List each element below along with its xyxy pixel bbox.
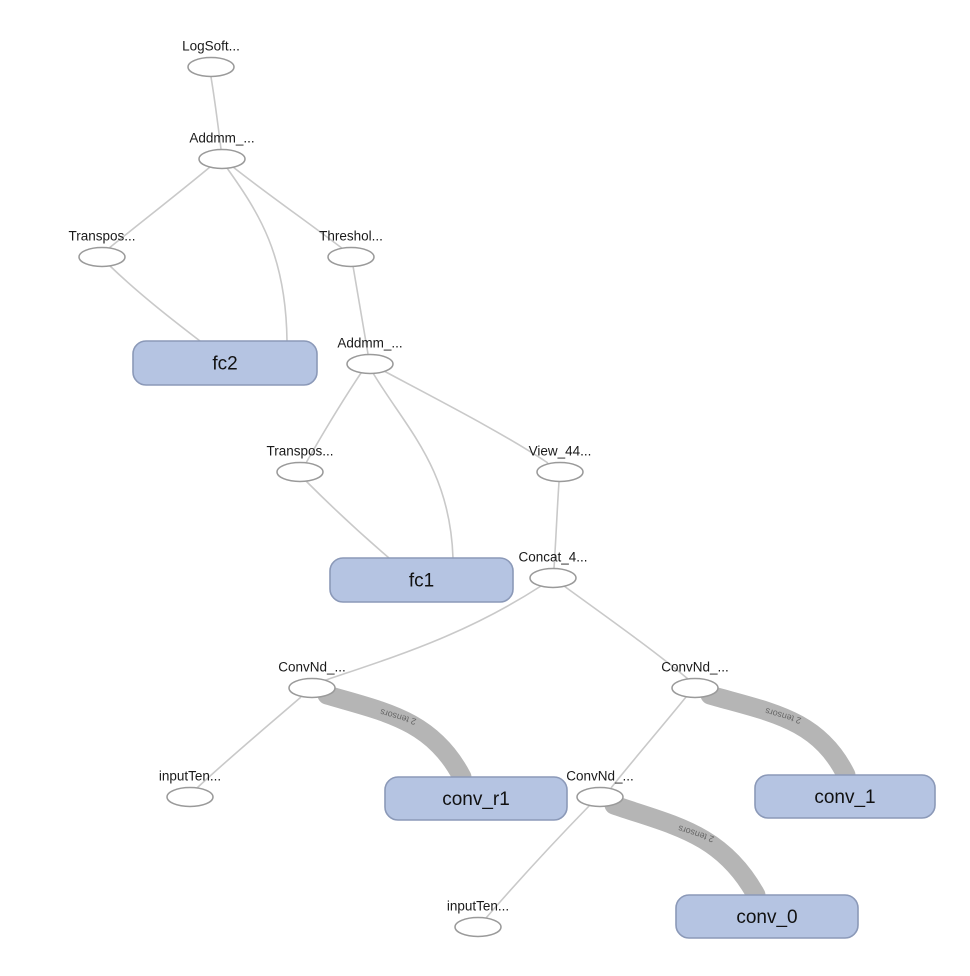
- edge-addmm-1-to-threshold-0: [232, 166, 344, 250]
- op-node-ellipse: [327, 246, 375, 268]
- layer-node-label: conv_1: [814, 787, 875, 808]
- op-node-ellipse: [454, 916, 502, 938]
- op-node-convnd-0[interactable]: ConvNd_...: [566, 769, 634, 808]
- edge-view-44-to-concat-4: [553, 481, 560, 569]
- op-node-label: Transpos...: [266, 444, 333, 459]
- op-node-ellipse: [166, 786, 214, 808]
- op-node-label: ConvNd_...: [566, 769, 634, 784]
- multi-edge-convnd-1-to-conv_1: 2 tensors: [700, 685, 856, 785]
- layer-node-shape: [754, 774, 936, 819]
- op-node-addmm-0[interactable]: Addmm_...: [337, 336, 403, 375]
- multi-edge-band: [604, 795, 766, 905]
- op-node-label: inputTen...: [159, 769, 221, 784]
- op-node-threshold-0[interactable]: Threshol...: [319, 229, 383, 268]
- edge-convnd-0-to-input-0: [485, 804, 591, 919]
- edge-concat-4-to-convnd-r1: [322, 585, 542, 682]
- op-node-logsoftmax[interactable]: LogSoft...: [182, 39, 240, 78]
- op-node-label: inputTen...: [447, 899, 509, 914]
- multi-edge-convnd-r1-to-conv_r1: 2 tensors: [317, 685, 472, 787]
- op-node-ellipse: [198, 148, 246, 170]
- layer-node-conv_r1[interactable]: conv_r1: [384, 776, 568, 821]
- op-node-label: Threshol...: [319, 229, 383, 244]
- layer-node-label: fc2: [212, 354, 237, 375]
- layer-node-conv_1[interactable]: conv_1: [754, 774, 936, 819]
- op-node-view-44[interactable]: View_44...: [529, 444, 592, 483]
- op-node-convnd-r1[interactable]: ConvNd_...: [278, 660, 346, 699]
- op-node-label: Concat_4...: [518, 550, 587, 565]
- layer-node-conv_0[interactable]: conv_0: [675, 894, 859, 939]
- op-node-ellipse: [187, 56, 235, 78]
- edge-addmm-1-to-fc2: [226, 167, 288, 342]
- layer-node-shape: [329, 557, 514, 603]
- edge-addmm-0-to-fc1: [372, 372, 454, 559]
- op-node-input-0[interactable]: inputTen...: [447, 899, 509, 938]
- op-node-convnd-1[interactable]: ConvNd_...: [661, 660, 729, 699]
- edge-addmm-0-to-transpose-0: [305, 372, 362, 464]
- edge-logsoftmax-to-addmm-1: [210, 76, 222, 150]
- op-node-transpose-1[interactable]: Transpos...: [68, 229, 136, 268]
- op-node-ellipse: [576, 786, 624, 808]
- op-node-label: Addmm_...: [337, 336, 402, 351]
- layer-node-shape: [675, 894, 859, 939]
- op-node-addmm-1[interactable]: Addmm_...: [189, 131, 255, 170]
- op-node-label: ConvNd_...: [661, 660, 729, 675]
- layer-node-fc2[interactable]: fc2: [132, 340, 318, 386]
- op-node-ellipse: [671, 677, 719, 699]
- edge-convnd-r1-to-input-1: [196, 696, 302, 789]
- op-node-label: View_44...: [529, 444, 592, 459]
- op-node-label: Transpos...: [68, 229, 135, 244]
- op-node-ellipse: [346, 353, 394, 375]
- edge-addmm-1-to-transpose-1: [107, 166, 211, 250]
- op-node-transpose-0[interactable]: Transpos...: [266, 444, 334, 483]
- op-node-ellipse: [529, 567, 577, 589]
- op-node-input-1[interactable]: inputTen...: [159, 769, 221, 808]
- edge-concat-4-to-convnd-1: [563, 585, 689, 680]
- multi-edge-convnd-0-to-conv_0: 2 tensors: [604, 795, 766, 905]
- op-node-label: Addmm_...: [189, 131, 254, 146]
- layer-node-label: conv_0: [736, 907, 797, 928]
- layer-node-fc1[interactable]: fc1: [329, 557, 514, 603]
- op-node-ellipse: [288, 677, 336, 699]
- op-node-ellipse: [536, 461, 584, 483]
- op-node-label: ConvNd_...: [278, 660, 346, 675]
- op-node-label: LogSoft...: [182, 39, 240, 54]
- layer-node-label: conv_r1: [442, 789, 510, 810]
- op-node-ellipse: [78, 246, 126, 268]
- layer-node-shape: [384, 776, 568, 821]
- layer-node-label: fc1: [409, 571, 434, 592]
- multi-edge-band: [700, 685, 856, 785]
- op-node-ellipse: [276, 461, 324, 483]
- edge-transpose-0-to-fc1: [305, 480, 390, 559]
- edge-transpose-1-to-fc2: [108, 264, 201, 342]
- edge-addmm-0-to-view-44: [383, 370, 549, 464]
- edge-convnd-1-to-convnd-0: [610, 696, 687, 789]
- layer-node-shape: [132, 340, 318, 386]
- op-node-concat-4[interactable]: Concat_4...: [518, 550, 588, 589]
- edge-threshold-0-to-addmm-0: [352, 265, 369, 355]
- multi-edge-band: [317, 685, 472, 787]
